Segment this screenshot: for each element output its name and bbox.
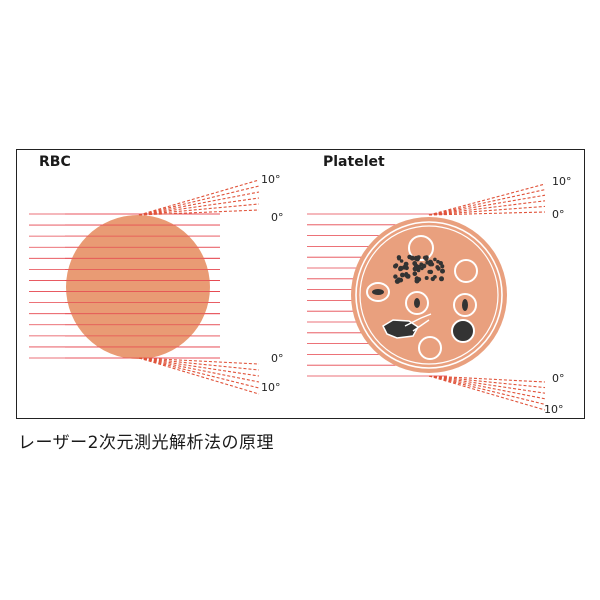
scatter-ray xyxy=(428,375,546,383)
granule-dot xyxy=(412,271,418,276)
scatter-ray xyxy=(138,357,260,383)
scatter-ray xyxy=(428,375,546,411)
granule-dot xyxy=(430,276,435,282)
rbc-scatter-fan-top xyxy=(138,179,260,216)
granule-dot xyxy=(398,267,403,272)
granule-dot xyxy=(397,256,401,261)
granule-dot xyxy=(393,274,398,279)
rbc-panel-label: RBC xyxy=(39,154,71,170)
granule-dot xyxy=(422,255,428,260)
granule-dot xyxy=(405,273,411,279)
scatter-ray xyxy=(428,375,546,400)
scatter-ray xyxy=(138,191,260,216)
platelet-laser-beams xyxy=(307,213,447,377)
granule-with-core xyxy=(453,293,477,317)
vesicle xyxy=(454,259,478,283)
rbc-panel: 10° 0° 0° 10° xyxy=(29,173,284,395)
dense-granule xyxy=(451,319,475,343)
granule-dot xyxy=(414,278,420,284)
figure-frame: 10° 0° 0° 10° xyxy=(16,149,585,419)
granule-dot xyxy=(433,257,437,262)
scatter-ray xyxy=(428,205,546,216)
platelet-angle-bottom-0: 0° xyxy=(552,372,565,385)
platelet-scatter-fan-bottom xyxy=(428,375,546,411)
platelet-scatter-fan-top xyxy=(428,183,546,216)
scatter-ray xyxy=(428,200,546,216)
granule-dot xyxy=(424,276,429,280)
scatter-ray xyxy=(138,357,260,389)
granule-dot xyxy=(403,261,409,267)
scatter-ray xyxy=(428,194,546,216)
granule-dot xyxy=(393,264,398,269)
platelet-panel: 10° 0° 0° 10° xyxy=(307,175,572,416)
granule-cluster xyxy=(393,254,445,284)
rbc-angle-bottom-0: 0° xyxy=(271,352,284,365)
vesicle xyxy=(408,235,434,261)
scatter-ray xyxy=(138,357,260,395)
granule-dot xyxy=(436,266,441,271)
granule-dot xyxy=(439,276,444,282)
scatter-ray xyxy=(428,211,546,216)
scatter-ray xyxy=(138,357,260,365)
granule-with-core xyxy=(405,291,429,315)
granule-dot xyxy=(440,268,445,274)
rbc-laser-beams-over-cell xyxy=(65,213,220,359)
scatter-ray xyxy=(428,375,546,405)
rbc-angle-top-0: 0° xyxy=(271,211,284,224)
rbc-angle-top-10: 10° xyxy=(261,173,281,186)
granule-dot xyxy=(398,277,404,283)
light-scatter-diagram: 10° 0° 0° 10° xyxy=(29,173,572,416)
rbc-angle-bottom-10: 10° xyxy=(261,381,281,394)
scatter-ray xyxy=(138,185,260,216)
scatter-ray xyxy=(428,375,546,389)
rbc-cell xyxy=(66,215,210,359)
granule-dot xyxy=(416,255,421,260)
rbc-scatter-fan-bottom xyxy=(138,357,260,395)
platelet-angle-bottom-10: 10° xyxy=(544,403,564,416)
platelet-cell xyxy=(351,217,507,373)
vesicle xyxy=(418,336,442,360)
granule-dot xyxy=(407,254,412,260)
scatter-ray xyxy=(428,375,546,394)
scatter-ray xyxy=(138,179,260,216)
irregular-organelle xyxy=(382,313,432,339)
scatter-ray xyxy=(428,183,546,216)
scatter-ray xyxy=(428,189,546,216)
scatter-ray xyxy=(138,197,260,216)
granule-dot xyxy=(400,272,405,278)
granule-dot xyxy=(412,266,418,272)
granule-dot xyxy=(421,263,427,269)
scatter-ray xyxy=(138,357,260,371)
granule-dot xyxy=(427,269,432,274)
granule-dot xyxy=(436,259,440,264)
platelet-angle-top-10: 10° xyxy=(552,175,572,188)
scatter-ray xyxy=(138,209,260,216)
platelet-angle-top-0: 0° xyxy=(552,208,565,221)
scatter-ray xyxy=(138,357,260,377)
figure-caption: レーザー2次元測光解析法の原理 xyxy=(18,433,274,453)
platelet-panel-label: Platelet xyxy=(323,154,385,170)
granule-with-core xyxy=(366,282,390,302)
scatter-ray xyxy=(138,203,260,216)
granule-dot xyxy=(399,259,404,263)
granule-dot xyxy=(428,261,433,267)
